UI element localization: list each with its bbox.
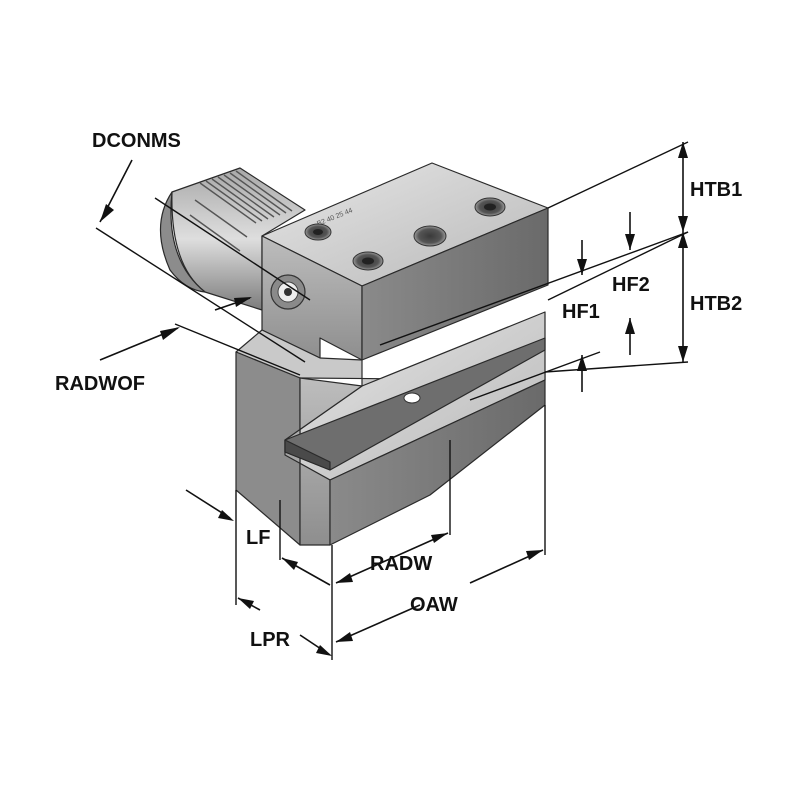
label-hf2: HF2 <box>612 274 650 296</box>
shank-serrations <box>189 170 293 252</box>
label-radw: RADW <box>370 553 432 575</box>
label-hf1: HF1 <box>562 301 600 323</box>
upper-block: B2 40 25 44 <box>261 162 549 361</box>
lower-body <box>235 311 546 546</box>
top-screw-holes <box>304 197 506 271</box>
label-oaw: OAW <box>410 594 458 616</box>
tool-holder: B2 40 25 44 <box>159 162 549 546</box>
label-lpr: LPR <box>250 629 291 651</box>
dimension-lines <box>95 141 689 660</box>
label-htb1: HTB1 <box>690 179 742 201</box>
label-dconms: DCONMS <box>92 130 181 152</box>
shank <box>159 167 306 311</box>
coolant-screw <box>270 274 306 310</box>
dimension-labels: DCONMS HTB1 HTB2 HF2 HF1 RADWOF LF RADW … <box>55 130 742 651</box>
label-lf: LF <box>246 527 270 549</box>
label-htb2: HTB2 <box>690 293 742 315</box>
label-radwof: RADWOF <box>55 373 145 395</box>
